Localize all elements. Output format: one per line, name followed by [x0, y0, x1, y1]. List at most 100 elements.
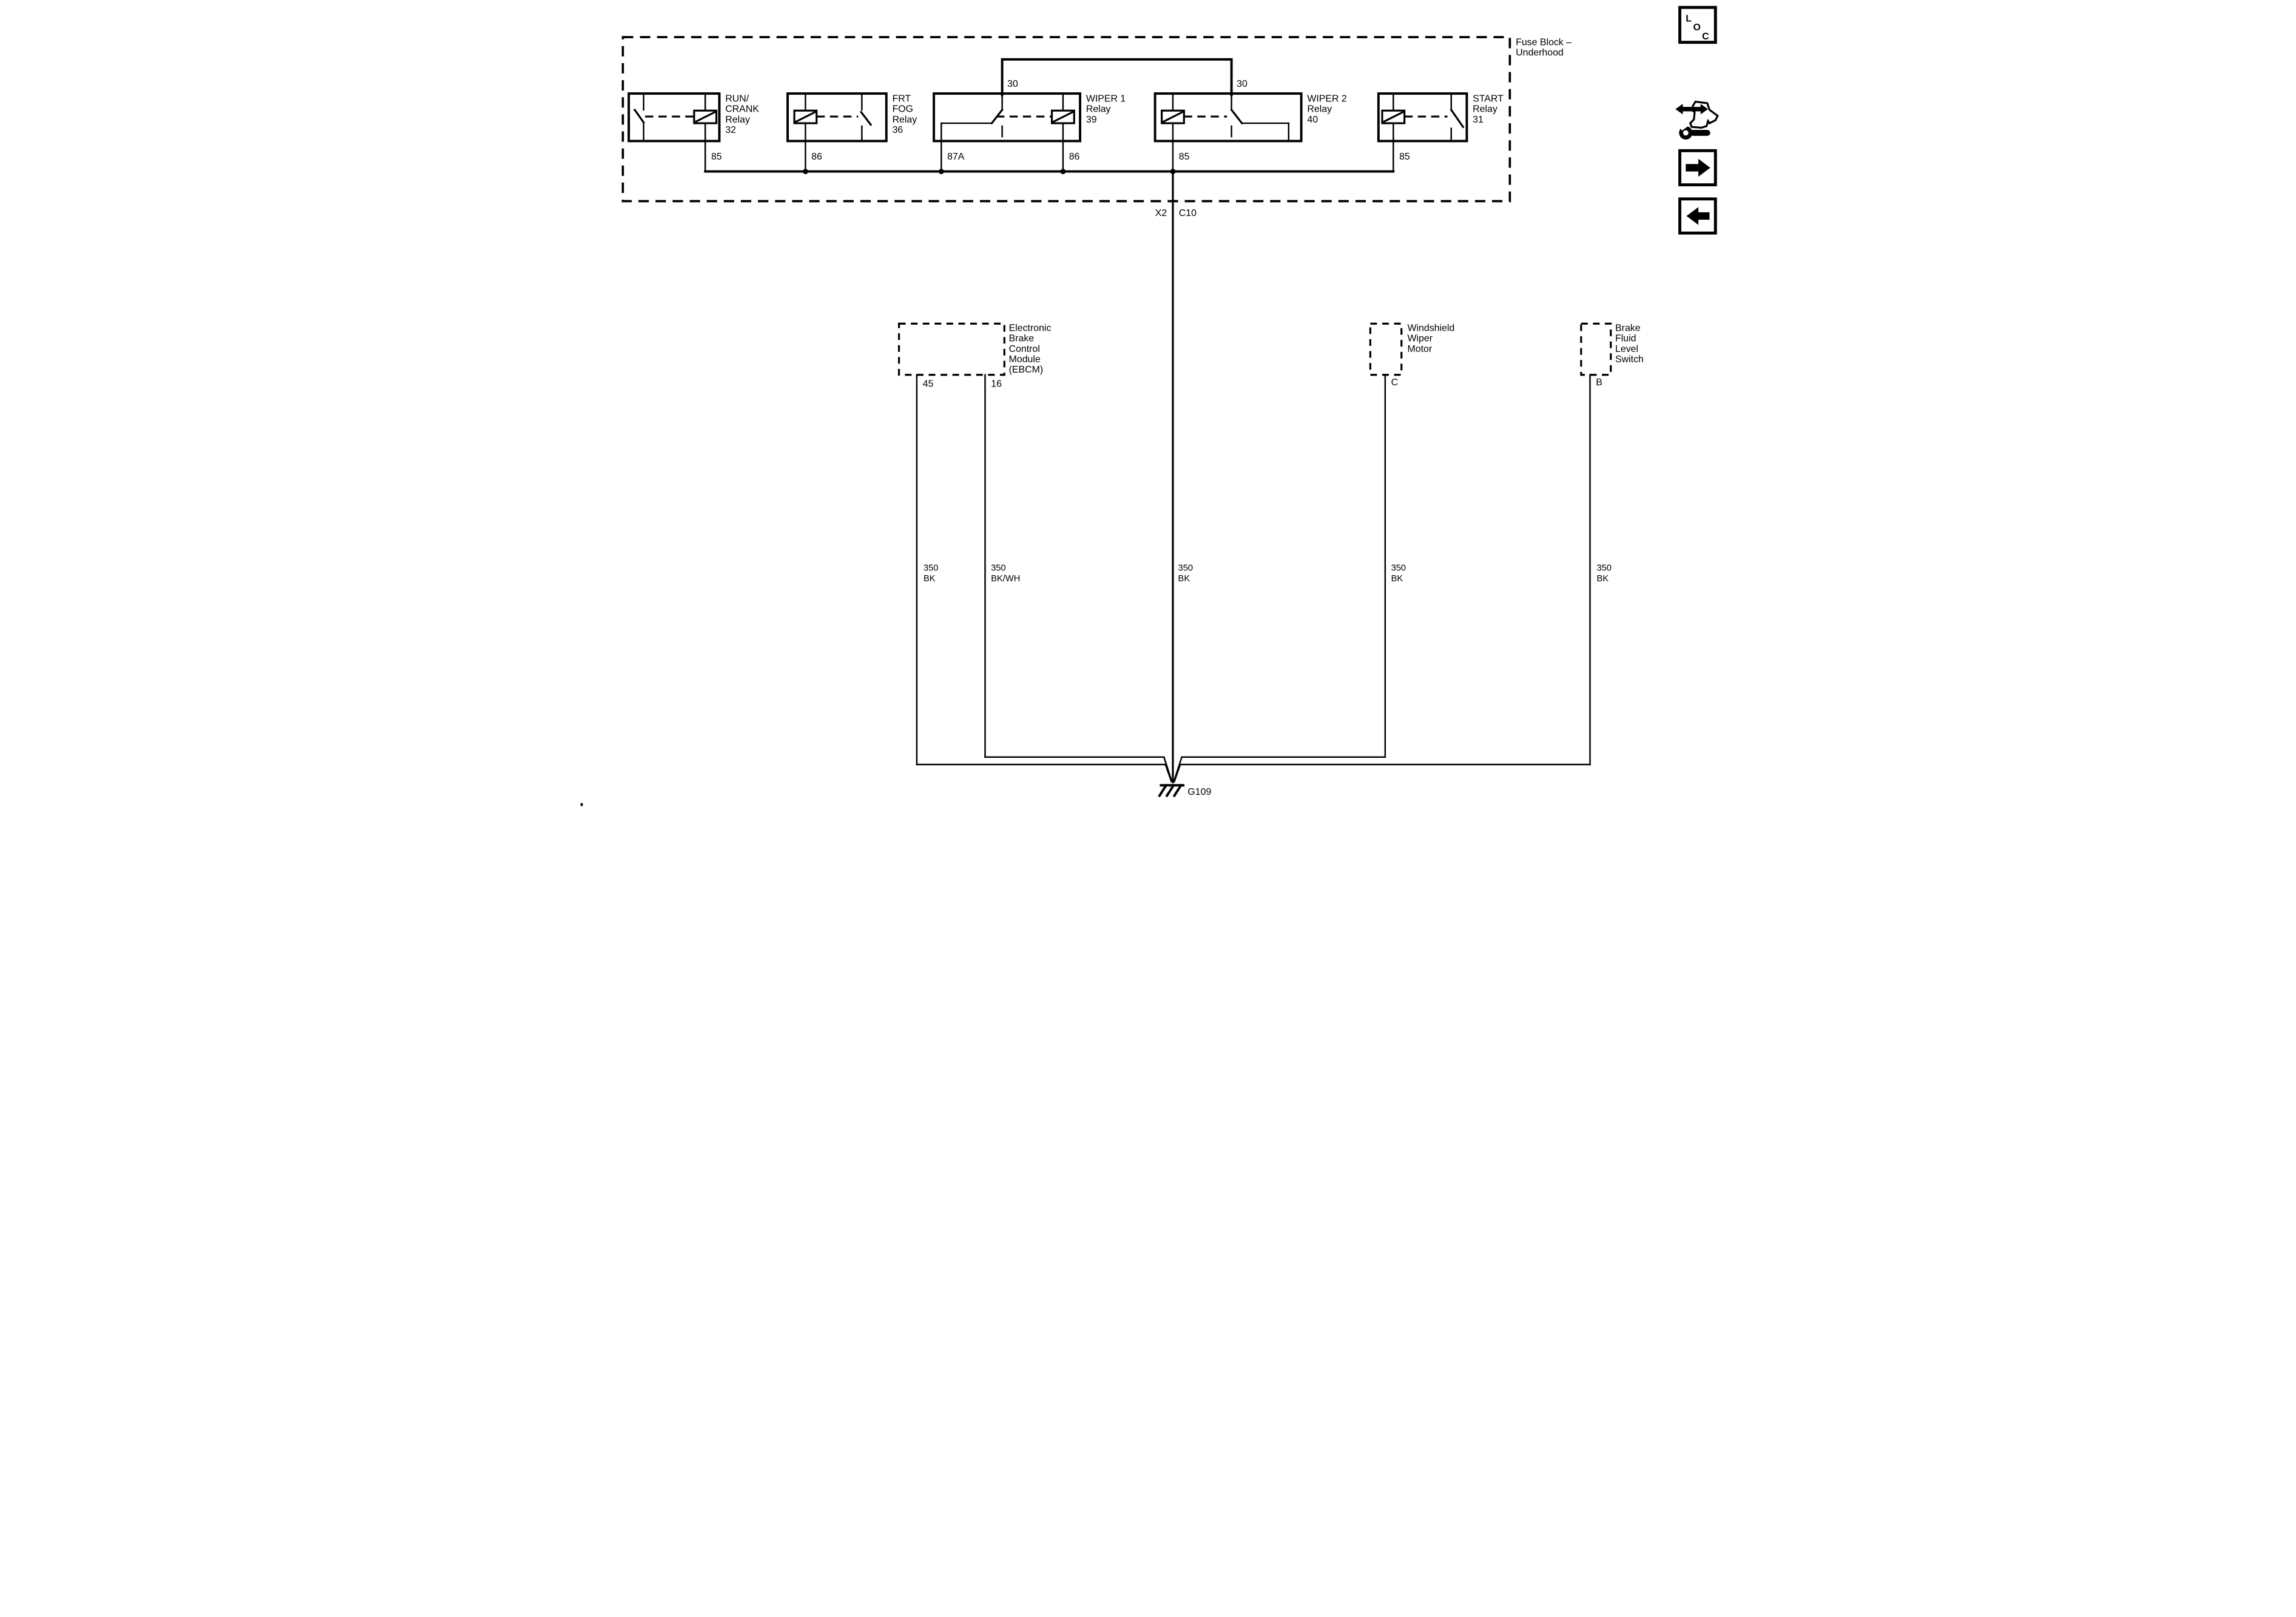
brake-fluid-box — [1580, 322, 1612, 376]
ground-symbol-stroke1 — [1158, 783, 1168, 798]
wire-label-b-line2: BK — [1596, 574, 1609, 584]
wire-label-main-line1: 350 — [1178, 564, 1193, 573]
coil-diagonal — [694, 110, 717, 123]
bus-junction-dot — [1060, 169, 1066, 174]
ebcm-name-line2: Brake — [1009, 334, 1035, 344]
wiring-diagram-page: Fuse Block – Underhood 85 RUN/ CRANK Rel… — [575, 0, 1721, 808]
wrench-jaw-hole — [1683, 130, 1689, 136]
relay-name-line4: 32 — [725, 125, 736, 135]
component-wiper-motor: C Windshield Wiper Motor — [1369, 322, 1455, 758]
relay-run-crank: 85 RUN/ CRANK Relay 32 — [627, 92, 759, 172]
double-arrow-right-head — [1700, 104, 1708, 115]
ground-collector: G109 — [916, 756, 1591, 798]
fuse-block-label-line2: Underhood — [1516, 48, 1564, 58]
panel-outline-icon — [1689, 100, 1719, 129]
relay-name-line4: 36 — [893, 125, 903, 135]
component-ebcm: 45 16 Electronic Brake Control Module (E… — [897, 322, 1052, 766]
forward-arrow-shaft — [1686, 164, 1699, 172]
back-arrow-head — [1686, 207, 1699, 225]
next-page-button[interactable] — [1678, 149, 1717, 187]
coil-diagonal — [1382, 110, 1405, 123]
relay-box — [933, 92, 1082, 143]
loc-icon[interactable] — [1678, 5, 1717, 44]
ground-symbol-stroke2 — [1165, 783, 1175, 798]
bus-junction-dot — [938, 169, 944, 174]
brake-fluid-pin-b-label: B — [1596, 377, 1602, 388]
relay-name-line2: FOG — [893, 104, 913, 115]
wire-label-main-line2: BK — [1178, 574, 1190, 584]
wire-label-c-line2: BK — [1391, 574, 1403, 584]
ebcm-box — [897, 322, 1005, 376]
coil-diagonal — [1052, 110, 1074, 123]
connector-c10-label: C10 — [1179, 208, 1197, 218]
pin30-jumper-wire — [1001, 58, 1233, 96]
ebcm-pin-45-label: 45 — [923, 379, 934, 389]
brake-fluid-name-line2: Fluid — [1615, 334, 1636, 344]
ground-symbol-stroke3 — [1172, 783, 1183, 798]
bus-junction-dot — [803, 169, 808, 174]
relay-name-line1: FRT — [893, 94, 911, 104]
pin-85-label: 85 — [711, 152, 722, 162]
ebcm-pin-16-label: 16 — [991, 379, 1002, 389]
relay-start: 85 START Relay 31 — [1377, 92, 1504, 172]
brake-fluid-name-line3: Level — [1615, 344, 1638, 354]
relay-name-line3: 40 — [1307, 115, 1318, 125]
relay-wiper-2: 30 85 WIPER 2 Relay 40 — [1153, 79, 1347, 174]
relay-name-line3: Relay — [893, 115, 917, 125]
wire-label-16-line2: BK/WH — [991, 574, 1020, 584]
loc-button[interactable]: L O C — [1678, 5, 1717, 44]
wrench-handle — [1690, 130, 1710, 136]
back-arrow-icon[interactable] — [1678, 197, 1717, 235]
ebcm-name-line3: Control — [1009, 344, 1040, 354]
fuse-block-border — [621, 36, 1511, 203]
component-locator-button[interactable] — [1675, 100, 1719, 140]
relay-name-line2: Relay — [1307, 104, 1332, 115]
back-page-button[interactable] — [1678, 197, 1717, 235]
relay-name-line2: CRANK — [725, 104, 759, 115]
relay-name-line1: RUN/ — [725, 94, 749, 104]
wire-label-b-line1: 350 — [1596, 564, 1611, 573]
brake-fluid-name-line4: Switch — [1615, 354, 1644, 365]
loc-letter-l: L — [1686, 13, 1692, 24]
wire-label-c-line1: 350 — [1391, 564, 1406, 573]
relay-name-line3: Relay — [725, 115, 750, 125]
wire-label-16-line1: 350 — [991, 564, 1005, 573]
double-arrow-shaft — [1681, 107, 1703, 112]
coil-diagonal — [794, 110, 817, 123]
relay-box — [1153, 92, 1303, 143]
relay-name-line2: Relay — [1473, 104, 1497, 115]
back-arrow-shaft — [1697, 212, 1710, 220]
brake-fluid-name-line1: Brake — [1615, 323, 1641, 334]
switch-blade — [1450, 108, 1465, 129]
wiper-motor-name-line1: Windshield — [1408, 323, 1455, 334]
pin-87a-label: 87A — [947, 152, 965, 162]
wiper-motor-name-line2: Wiper — [1408, 334, 1433, 344]
pin-30-label: 30 — [1007, 79, 1018, 89]
ebcm-name-line5: (EBCM) — [1009, 365, 1044, 375]
switch-blade — [633, 108, 645, 124]
forward-arrow-head — [1698, 158, 1710, 177]
wrench-jaw-gap — [1678, 120, 1689, 131]
collector-diag-ll — [1164, 763, 1173, 783]
wiring-diagram-canvas: Fuse Block – Underhood 85 RUN/ CRANK Rel… — [575, 0, 1721, 808]
page-artifact-dot — [580, 803, 583, 806]
relay-name-line2: Relay — [1086, 104, 1111, 115]
pin-85-label: 85 — [1179, 152, 1190, 162]
wire-circuit-labels: 350 BK 350 BK/WH 350 BK 350 BK 350 BK — [923, 564, 1612, 584]
ebcm-name-line4: Module — [1009, 354, 1041, 365]
ground-g109-label: G109 — [1187, 787, 1211, 797]
switch-blade — [859, 110, 873, 126]
loc-letter-o: O — [1693, 22, 1701, 33]
wiper-motor-name-line3: Motor — [1408, 344, 1433, 354]
loc-letter-c: C — [1702, 32, 1709, 42]
relay-name-line3: 39 — [1086, 115, 1097, 125]
pin-30-label: 30 — [1237, 79, 1248, 89]
pin-86-label: 86 — [1069, 152, 1080, 162]
wire-label-45-line1: 350 — [923, 564, 938, 573]
forward-arrow-icon[interactable] — [1678, 149, 1717, 187]
ebcm-name-line1: Electronic — [1009, 323, 1052, 334]
relay-wiper-1: 30 87A 86 WIPER 1 Relay 39 — [933, 79, 1126, 174]
wire-label-45-line2: BK — [923, 574, 936, 584]
collector-diag-lr — [1173, 763, 1181, 783]
relay-box — [1377, 92, 1468, 143]
